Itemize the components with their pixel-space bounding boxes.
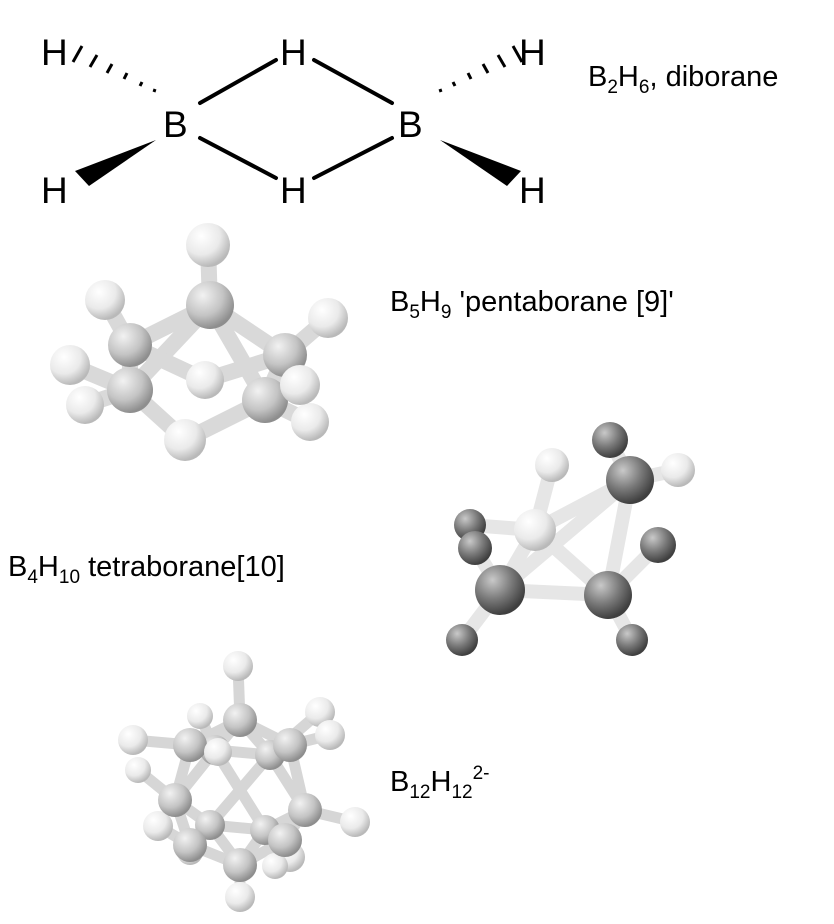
dodecaborate-hydrogen-atom <box>187 703 213 729</box>
tetraborane-boron-atom <box>584 571 632 619</box>
pentaborane-boron-atom <box>186 281 234 329</box>
pentaborane-hydrogen-atom <box>291 403 329 441</box>
dodecaborate-label-charge: 2- <box>472 763 490 784</box>
dodecaborate-hydrogen-atom <box>143 811 173 841</box>
pentaborane-hydrogen-atom <box>85 280 125 320</box>
tetraborane-label-element-h: H <box>37 551 59 583</box>
dodecaborate-hydrogen-atom <box>204 738 232 766</box>
dodecaborate-label-b-count: 12 <box>409 782 431 803</box>
dodecaborate-model <box>118 651 370 912</box>
diborane-hydrogen-bottom-left: H <box>41 170 68 211</box>
diborane-hydrogen-bottom-right: H <box>519 170 546 211</box>
diborane-hydrogen-bridge-bottom: H <box>280 170 307 211</box>
diborane-boron-right: B <box>398 104 423 145</box>
pentaborane-label-element-h: H <box>419 286 441 318</box>
diborane-label-element-h: H <box>617 61 639 93</box>
pentaborane-boron-atom <box>108 323 152 367</box>
dodecaborate-label-h-count: 12 <box>451 782 473 803</box>
diborane-label-name: , diborane <box>649 61 779 93</box>
pentaborane-boron-atom <box>242 377 288 423</box>
pentaborane-hydrogen-atom <box>186 361 224 399</box>
dodecaborate-hydrogen-atom <box>340 807 370 837</box>
pentaborane-hydrogen-atom <box>66 386 104 424</box>
diborane-hashed-wedge-right <box>438 45 524 93</box>
dodecaborate-boron-atom <box>273 728 307 762</box>
tetraborane-label: B4H10 tetraborane[10] <box>8 551 285 588</box>
pentaborane-label-h-count: 9 <box>440 302 452 323</box>
dodecaborate-boron-atom <box>223 848 257 882</box>
tetraborane-boron-atom <box>475 565 525 615</box>
dodecaborate-hydrogen-atom <box>125 757 151 783</box>
pentaborane-model <box>50 223 348 461</box>
diborane-label-h-count: 6 <box>638 77 650 98</box>
diborane-structure: B B H H H H H H <box>41 32 546 211</box>
diborane-label-element-b: B <box>588 61 608 93</box>
diborane-hydrogen-bridge-top: H <box>280 32 307 73</box>
dodecaborate-boron-atom <box>173 828 207 862</box>
tetraborane-model <box>446 422 695 656</box>
tetraborane-hydrogen-atom <box>535 448 569 482</box>
dodecaborate-label-element-h: H <box>430 766 452 798</box>
diborane-hydrogen-top-right: H <box>519 32 546 73</box>
pentaborane-label-element-b: B <box>390 286 410 318</box>
tetraborane-label-b-count: 4 <box>27 567 38 588</box>
dodecaborate-boron-atom <box>173 728 207 762</box>
diborane-boron-left: B <box>163 104 188 145</box>
dodecaborate-hydrogen-atom <box>262 853 288 879</box>
dodecaborate-hydrogen-atom <box>118 725 148 755</box>
tetraborane-hydrogen-atom <box>446 624 478 656</box>
pentaborane-hydrogen-atom <box>50 345 90 385</box>
tetraborane-label-h-count: 10 <box>58 567 81 588</box>
dodecaborate-boron-atom <box>223 703 257 737</box>
tetraborane-hydrogen-atom <box>592 422 628 458</box>
dodecaborate-hydrogen-atom <box>223 651 253 681</box>
tetraborane-hydrogen-atom <box>661 453 695 487</box>
pentaborane-hydrogen-atom <box>308 298 348 338</box>
tetraborane-hydrogen-atom <box>616 624 648 656</box>
dodecaborate-hydrogen-atom <box>315 720 345 750</box>
diborane-label-b-count: 2 <box>607 77 618 98</box>
dodecaborate-boron-atom <box>268 823 302 857</box>
pentaborane-label: B5H9 'pentaborane [9]' <box>390 286 674 323</box>
diborane-solid-wedge-left <box>75 140 156 186</box>
dodecaborate-hydrogen-atom <box>225 882 255 912</box>
diborane-hashed-wedge-left <box>71 45 157 93</box>
dodecaborate-hydrogen-atom <box>305 697 335 727</box>
pentaborane-hydrogen-atom <box>280 365 320 405</box>
pentaborane-boron-atom <box>107 367 153 413</box>
pentaborane-hydrogen-atom <box>164 419 206 461</box>
tetraborane-label-name: tetraborane[10] <box>80 551 285 583</box>
tetraborane-boron-atom <box>606 456 654 504</box>
diborane-bridge-bonds <box>198 58 394 180</box>
pentaborane-hydrogen-atom <box>186 223 230 267</box>
dodecaborate-boron-atom <box>195 810 225 840</box>
diborane-solid-wedge-right <box>440 140 521 186</box>
tetraborane-hydrogen-atom <box>640 527 676 563</box>
tetraborane-hydrogen-atom <box>458 531 492 565</box>
diborane-hydrogen-top-left: H <box>41 32 68 73</box>
diborane-label: B2H6, diborane <box>588 61 779 98</box>
pentaborane-label-name: 'pentaborane [9]' <box>451 286 674 318</box>
tetraborane-label-element-b: B <box>8 551 28 583</box>
tetraborane-boron-atom <box>514 509 556 551</box>
dodecaborate-label-element-b: B <box>390 766 410 798</box>
dodecaborate-boron-atom <box>288 793 322 827</box>
pentaborane-label-b-count: 5 <box>409 302 420 323</box>
dodecaborate-boron-atom <box>158 783 192 817</box>
dodecaborate-label: B12H122- <box>390 764 489 802</box>
